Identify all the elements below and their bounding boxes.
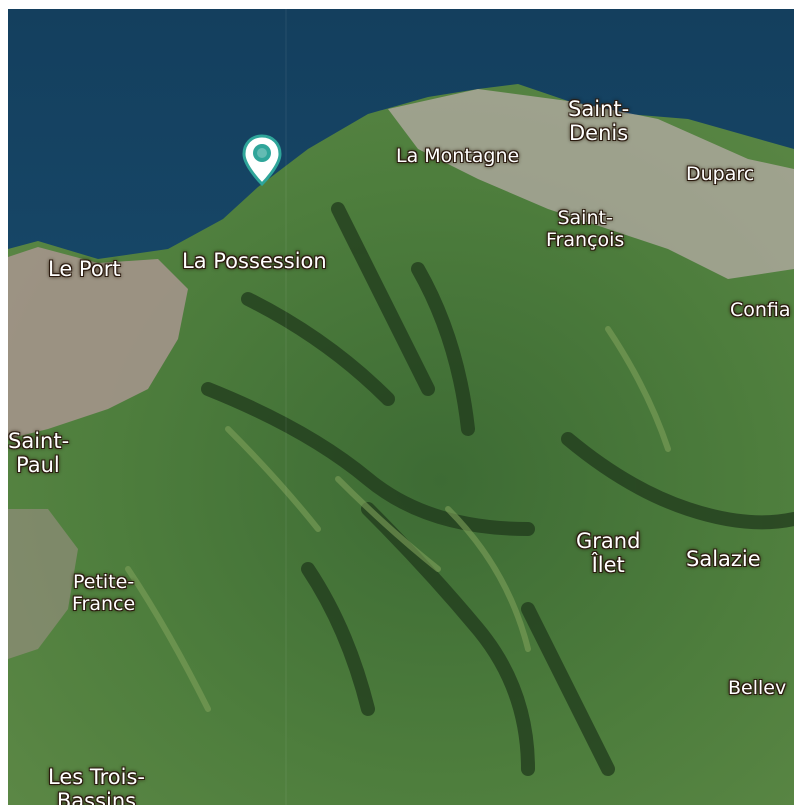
place-label-saint-paul[interactable]: Saint- Paul bbox=[8, 429, 70, 477]
place-label-duparc[interactable]: Duparc bbox=[686, 163, 755, 185]
urban-saint-paul bbox=[8, 509, 78, 659]
place-label-salazie[interactable]: Salazie bbox=[686, 547, 761, 571]
place-label-petite-france[interactable]: Petite- France bbox=[72, 571, 136, 615]
satellite-map[interactable]: Saint- Denis La Montagne Duparc Saint- F… bbox=[8, 9, 794, 805]
place-label-grand-ilet[interactable]: Grand Îlet bbox=[576, 529, 641, 577]
place-label-le-port[interactable]: Le Port bbox=[48, 257, 121, 281]
land-area bbox=[8, 84, 794, 805]
terrain-ridges bbox=[201, 202, 794, 776]
urban-le-port bbox=[8, 247, 188, 439]
location-pin-icon[interactable] bbox=[242, 134, 282, 186]
terrain-light-ridges bbox=[125, 326, 671, 712]
place-label-la-montagne[interactable]: La Montagne bbox=[396, 145, 520, 167]
place-label-confia[interactable]: Confia bbox=[730, 299, 791, 321]
place-label-bellev[interactable]: Bellev bbox=[728, 677, 787, 699]
satellite-imagery bbox=[8, 9, 794, 805]
place-label-la-possession[interactable]: La Possession bbox=[182, 249, 327, 273]
place-label-saint-francois[interactable]: Saint- François bbox=[546, 207, 625, 251]
place-label-les-trois-bassins[interactable]: Les Trois- Bassins bbox=[48, 765, 145, 805]
urban-saint-denis bbox=[388, 89, 794, 279]
place-label-saint-denis[interactable]: Saint- Denis bbox=[568, 97, 630, 145]
